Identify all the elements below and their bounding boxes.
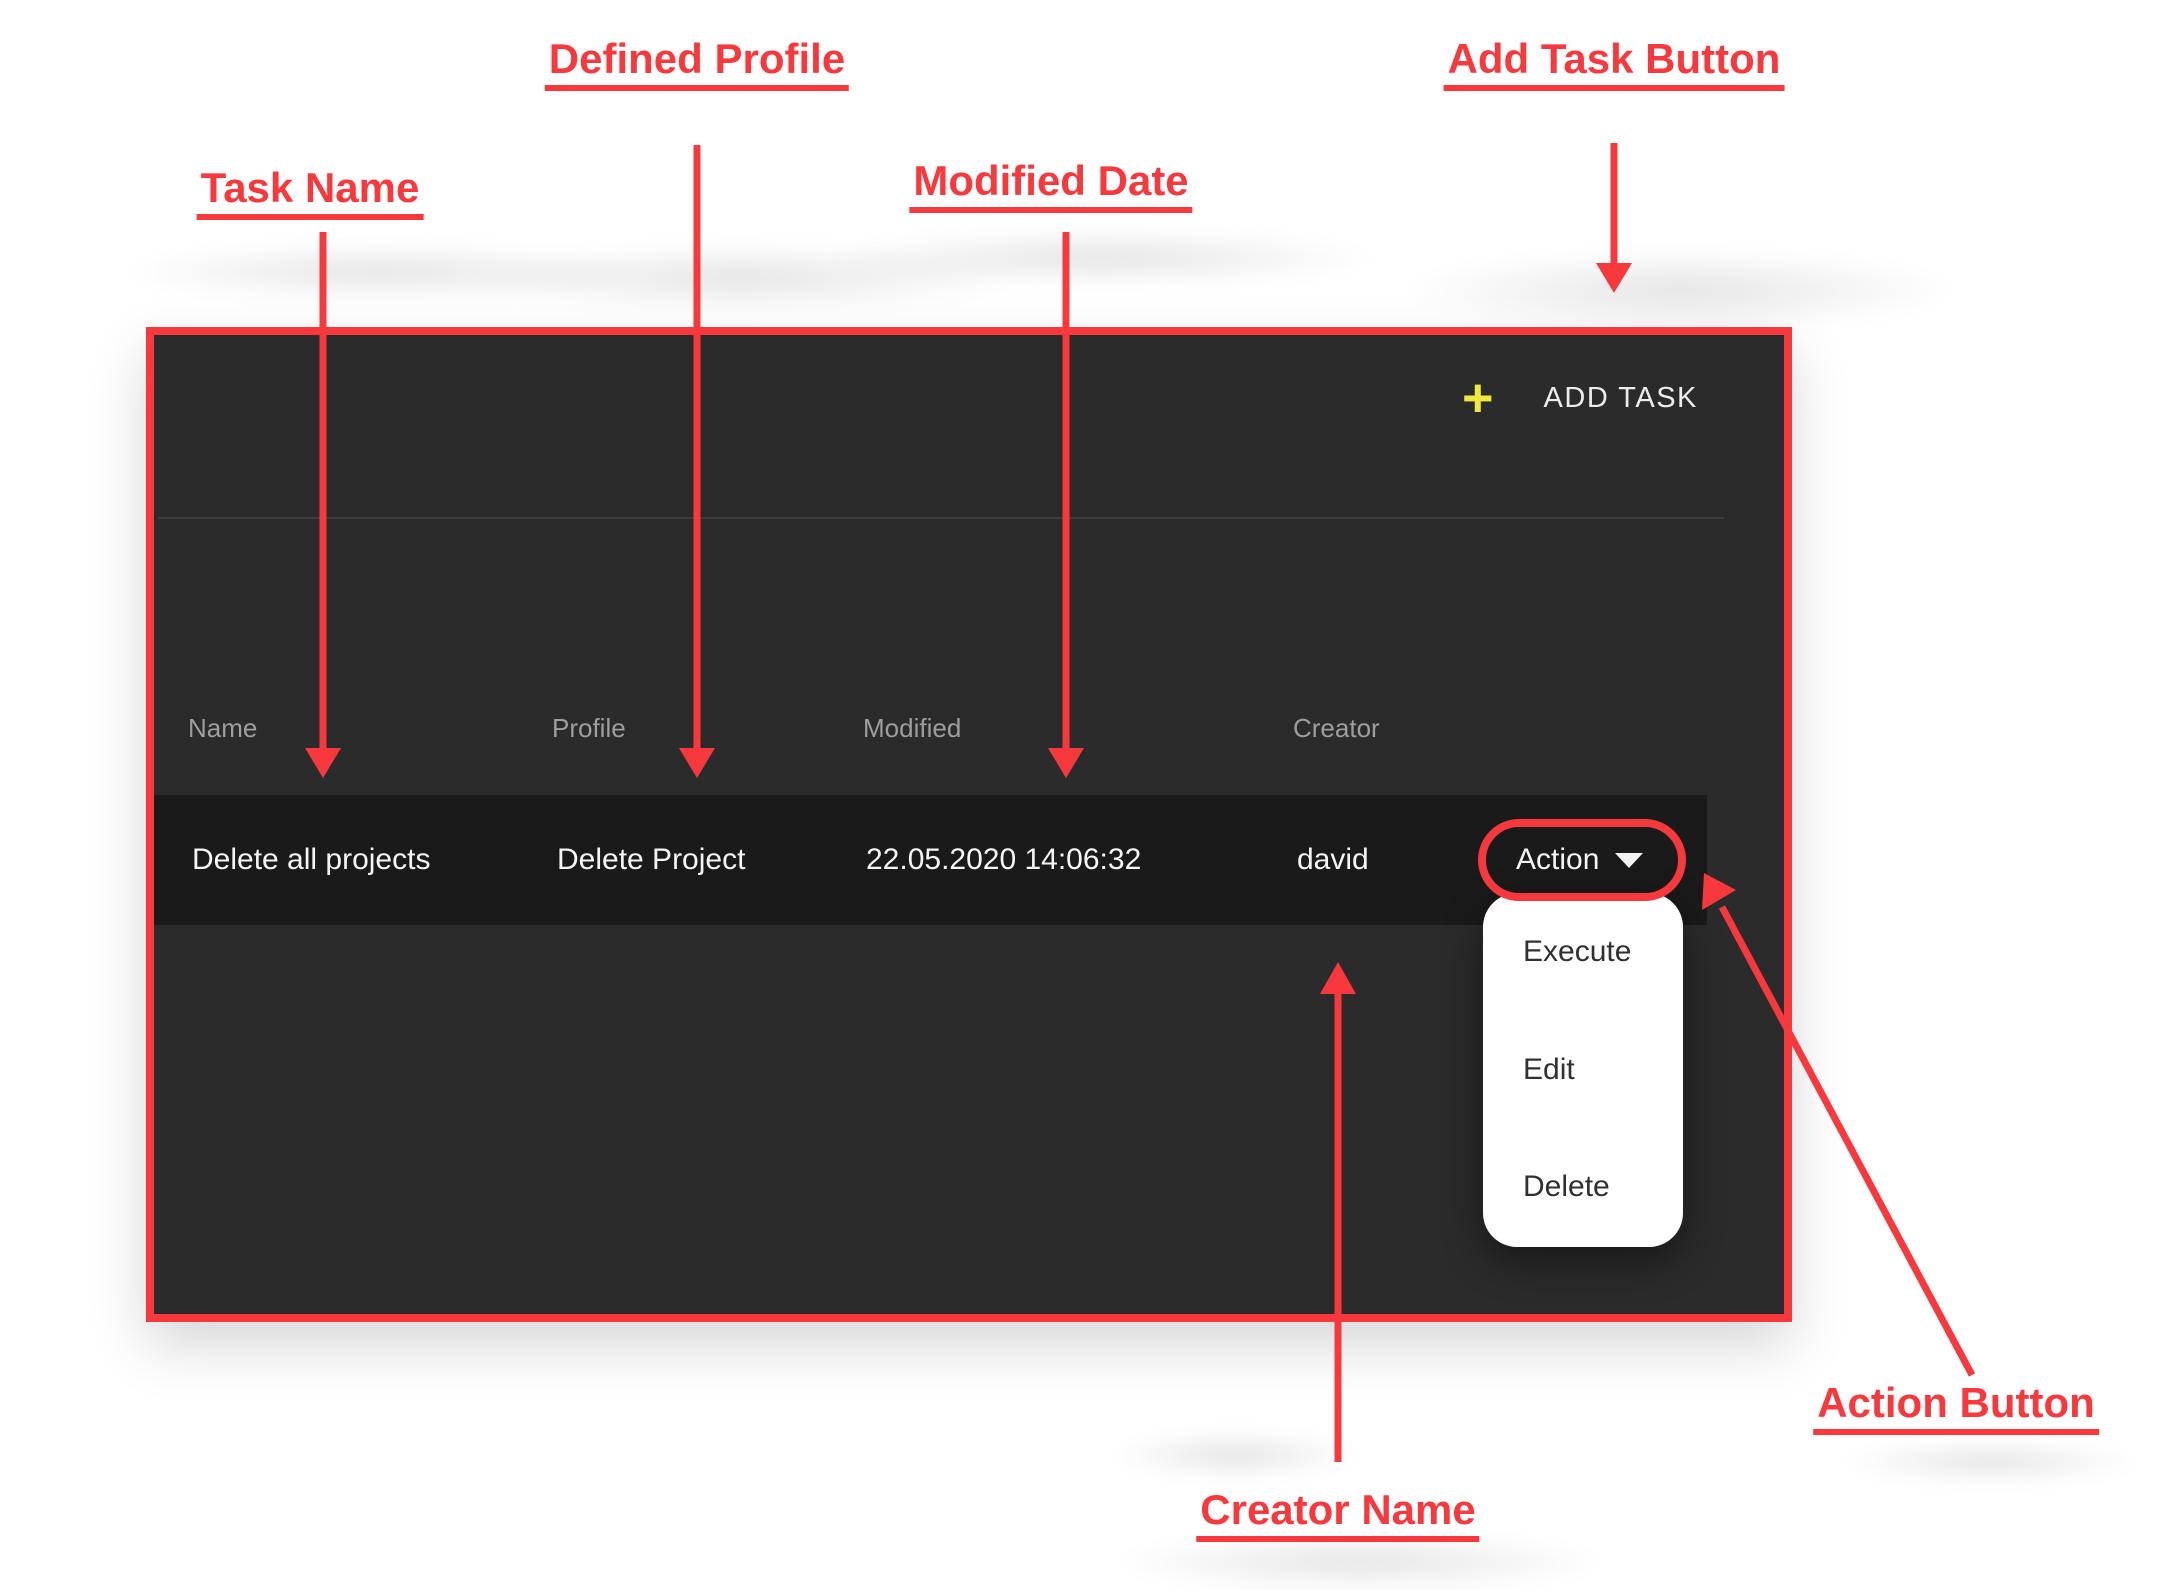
task-name-cell: Delete all projects [192,843,431,876]
annotation-label-modified-date: Modified Date [909,157,1193,214]
menu-item-edit[interactable]: Edit [1523,1053,1575,1086]
column-header-profile: Profile [552,713,626,743]
annotation-label-add-task-button: Add Task Button [1443,35,1785,92]
column-header-name: Name [188,713,258,743]
annotation-label-creator-name: Creator Name [1196,1486,1480,1543]
shadow-blob [820,228,1380,288]
shadow-blob [1400,250,1960,330]
annotation-label-action-button: Action Button [1813,1379,2099,1436]
annotation-arrow-add-task [1596,143,1632,293]
header-divider [158,517,1724,519]
action-dropdown-label: Action [1516,843,1600,876]
shadow-blob [1840,1440,2140,1484]
task-profile-cell: Delete Project [557,843,746,876]
menu-item-delete[interactable]: Delete [1523,1170,1610,1203]
add-task-button[interactable]: + ADD TASK [1462,369,1698,427]
table-row: Delete all projects Delete Project 22.05… [154,795,1707,925]
shadow-blob [120,242,640,302]
plus-icon: + [1462,368,1494,428]
shadow-blob [460,243,1020,313]
action-menu: Execute Edit Delete [1483,893,1683,1247]
column-header-modified: Modified [863,713,962,743]
chevron-down-icon [1615,852,1644,868]
menu-item-execute[interactable]: Execute [1523,935,1632,968]
shadow-blob [1110,1430,1360,1480]
action-dropdown-button[interactable]: Action [1502,825,1657,895]
task-modified-cell: 22.05.2020 14:06:32 [866,843,1142,876]
column-header-creator: Creator [1293,713,1380,743]
annotation-label-defined-profile: Defined Profile [544,35,850,92]
task-creator-cell: david [1297,843,1369,876]
annotation-label-task-name: Task Name [196,164,424,221]
add-task-label: ADD TASK [1543,381,1698,414]
